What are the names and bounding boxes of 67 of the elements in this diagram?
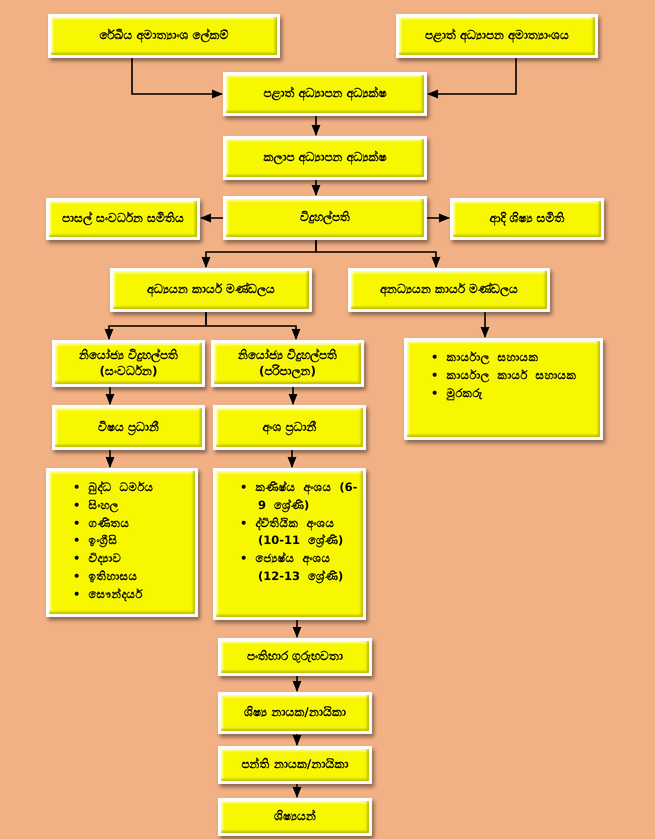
list-box [213,468,366,620]
role-label: ශිෂ්‍ය නායක/නායිකා [244,705,346,721]
role-label: විදුහල්පති [300,210,350,226]
connector-arrow [312,116,320,136]
role-label: ශිෂ්‍යයන් [274,809,316,825]
role-box [218,798,372,836]
role-label: පළාත් අධ්‍යාපන අධ්‍යක්ෂ [263,86,387,102]
connector-arrow [427,214,450,222]
list-item: • ඉතිහාසය [73,568,138,586]
role-box [110,268,312,312]
role-box [213,405,366,450]
role-box [223,196,427,240]
role-box [211,340,364,387]
list-item: • සෞන්දර්ය [73,586,144,604]
role-box [223,136,427,180]
connector-arrow [288,450,296,468]
role-label: අධ්‍යයන කාර්ය මණ්ඩලය [146,282,276,298]
role-box [218,638,372,676]
list-item: • විද්‍යාව [73,550,122,568]
connector-arrow [131,58,224,98]
role-label: පන්ති නායක/නායිකා [242,757,348,773]
list-item: • ද්විතියික අංශය (10-11 ශ්‍රේණි) [240,514,344,550]
connector-arrow [426,58,517,98]
role-label: රේඛීය අමාත්‍යාංශ ලේකම් [99,28,229,44]
role-label: පාසල් සංවර්ධන සමිතිය [62,211,184,227]
list-item: • කාර්යාල කාර්ය සහායක [431,366,576,384]
list-item: • ජ්‍යෙෂ්ය අංශය (12-13 ශ්‍රේණි) [240,550,344,586]
role-label: ආදි ශිෂ්‍ය සමිති [489,211,565,227]
list-item: • කාර්යාල සහායක [431,349,540,366]
role-box [223,72,427,116]
list-box [46,468,198,617]
connector-arrow [205,312,300,340]
connector-arrow [292,620,302,638]
role-box [348,268,550,312]
role-label: විෂය ප්‍රධානී [98,420,160,436]
role-box [218,746,372,784]
role-box [52,340,205,387]
connector-arrow [312,180,320,196]
role-box [46,198,200,240]
role-box [48,14,280,58]
role-label: අංශ ප්‍රධානී [262,420,317,436]
connector-arrow [292,676,302,692]
list-item: • කණිෂ්ය අංශය (6-9 ශ්‍රේණි) [240,479,358,514]
role-box [52,405,205,450]
list-item: • ඉංග්‍රීසි [73,532,118,550]
list-item: • බුද්ධ ධර්මය [73,479,154,496]
role-box [218,692,372,734]
role-box [396,14,598,58]
connector-arrow [292,784,302,798]
connector-arrow [200,214,223,222]
connector-arrow [106,387,114,406]
role-label: නියෝජ්‍ය විදුහල්පති (සංවර්ධන) [78,348,180,380]
connector-arrow [106,450,114,468]
role-label: පංතිභාර ගුරුභවතා [246,649,344,665]
connector-arrow [288,387,298,406]
role-label: කලාප අධ්‍යාපන අධ්‍යක්ෂ [263,150,387,166]
role-box [450,198,604,240]
connector-arrow [315,240,440,268]
connector-arrow [480,312,490,338]
connector-arrow [292,734,302,746]
role-label: අනධ්‍යයන කාර්ය මණ්ඩලය [380,282,518,298]
role-label: පළාත් අධ්‍යාපන අමාත්‍යාංශය [424,28,570,44]
list-item: • මුරකරු [431,384,484,402]
role-label: නියෝජ්‍ය විදුහල්පති (පරිපාලන) [236,348,338,380]
list-item: • සිංහල [73,496,120,514]
list-box [404,338,603,440]
list-item: • ගණිතය [73,514,130,532]
